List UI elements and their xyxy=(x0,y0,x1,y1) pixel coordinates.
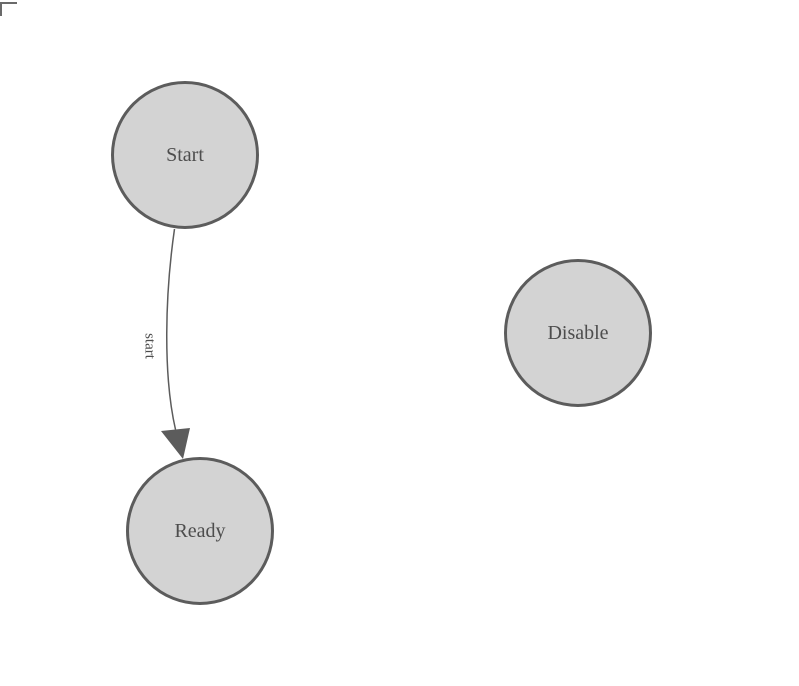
node-ready-label: Ready xyxy=(174,519,226,542)
node-disable-label: Disable xyxy=(547,321,609,344)
node-start[interactable]: Start xyxy=(111,81,259,229)
node-disable[interactable]: Disable xyxy=(504,259,652,407)
edge-path xyxy=(166,228,177,430)
node-start-label: Start xyxy=(166,143,204,166)
node-ready[interactable]: Ready xyxy=(126,457,274,605)
edge-label-start[interactable]: start xyxy=(141,333,158,359)
arrowhead-icon xyxy=(161,428,190,459)
edge-start-to-ready[interactable] xyxy=(161,228,190,459)
canvas-origin-corner-mark xyxy=(0,2,17,16)
